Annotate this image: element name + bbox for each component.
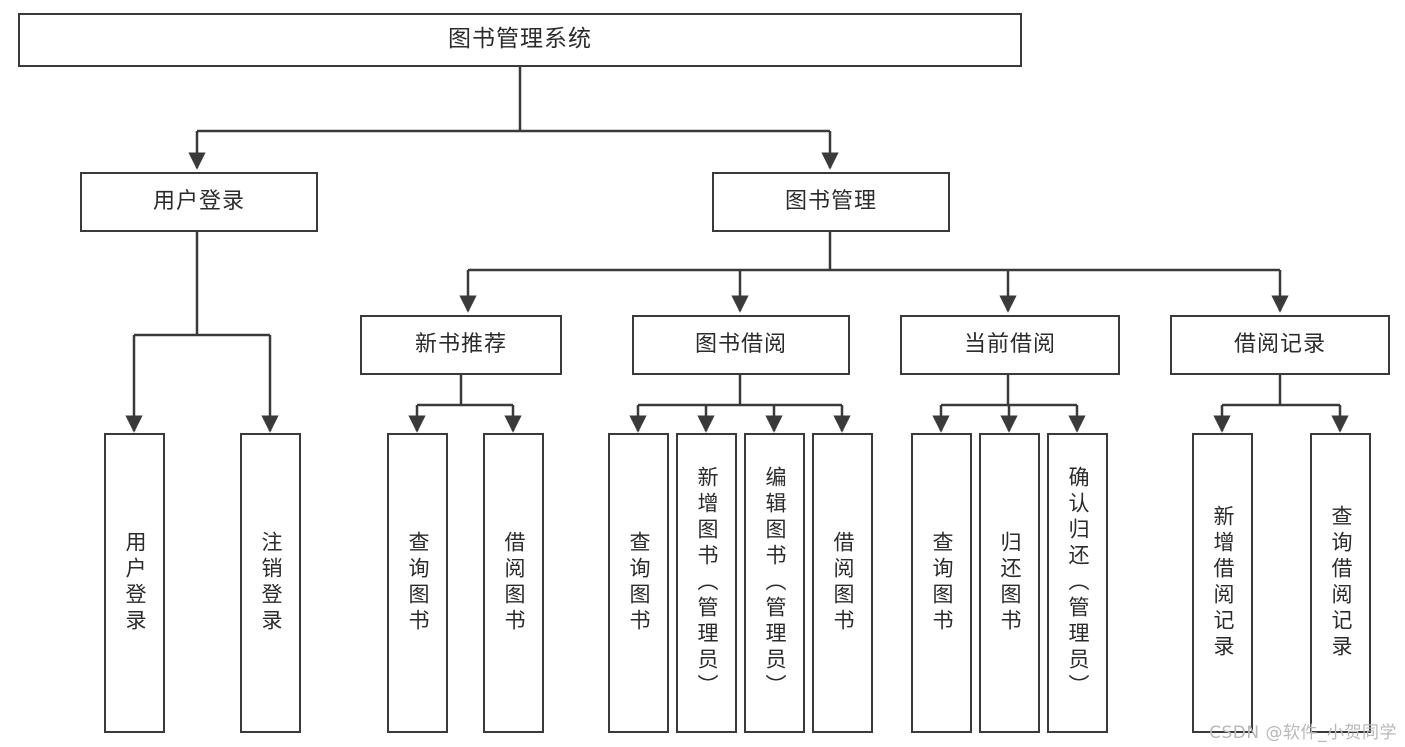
node-book-management[interactable]: 图书管理 <box>712 172 950 232</box>
node-book-management-label: 图书管理 <box>784 188 877 214</box>
node-leaf-query-record-label: 查询借阅记录 <box>1329 505 1353 661</box>
node-leaf-add-book-label: 新增图书（管理员） <box>695 466 719 700</box>
node-leaf-query-book-3[interactable]: 查询图书 <box>911 433 972 733</box>
node-leaf-add-book[interactable]: 新增图书（管理员） <box>676 433 737 733</box>
node-leaf-query-book-2[interactable]: 查询图书 <box>608 433 669 733</box>
watermark: CSDN @软件_小贺同学 <box>1209 723 1397 743</box>
node-current-borrow-label: 当前借阅 <box>963 331 1056 357</box>
node-user-login[interactable]: 用户登录 <box>80 172 318 232</box>
node-leaf-edit-book-label: 编辑图书（管理员） <box>763 466 787 700</box>
node-root-label: 图书管理系统 <box>448 26 592 53</box>
node-leaf-return-book[interactable]: 归还图书 <box>979 433 1040 733</box>
node-leaf-confirm-return[interactable]: 确认归还（管理员） <box>1047 433 1108 733</box>
node-leaf-query-book-2-label: 查询图书 <box>627 531 651 635</box>
node-book-borrow-label: 图书借阅 <box>694 331 787 357</box>
node-borrow-record[interactable]: 借阅记录 <box>1170 315 1390 375</box>
node-leaf-query-book-1-label: 查询图书 <box>406 531 430 635</box>
node-leaf-borrow-book-2-label: 借阅图书 <box>831 531 855 635</box>
node-leaf-return-book-label: 归还图书 <box>998 531 1022 635</box>
node-leaf-add-record-label: 新增借阅记录 <box>1211 505 1235 661</box>
node-book-borrow[interactable]: 图书借阅 <box>632 315 850 375</box>
node-leaf-borrow-book-2[interactable]: 借阅图书 <box>812 433 873 733</box>
node-root[interactable]: 图书管理系统 <box>18 13 1022 67</box>
node-leaf-user-logout[interactable]: 注销登录 <box>240 433 301 733</box>
node-leaf-borrow-book-1-label: 借阅图书 <box>502 531 526 635</box>
node-leaf-edit-book[interactable]: 编辑图书（管理员） <box>744 433 805 733</box>
node-leaf-user-login[interactable]: 用户登录 <box>104 433 165 733</box>
node-leaf-add-record[interactable]: 新增借阅记录 <box>1192 433 1253 733</box>
node-leaf-query-record[interactable]: 查询借阅记录 <box>1310 433 1371 733</box>
node-leaf-user-logout-label: 注销登录 <box>259 531 283 635</box>
node-leaf-user-login-label: 用户登录 <box>123 531 147 635</box>
node-leaf-query-book-3-label: 查询图书 <box>930 531 954 635</box>
node-leaf-borrow-book-1[interactable]: 借阅图书 <box>483 433 544 733</box>
node-user-login-label: 用户登录 <box>152 188 245 214</box>
node-leaf-query-book-1[interactable]: 查询图书 <box>387 433 448 733</box>
node-borrow-record-label: 借阅记录 <box>1233 331 1326 357</box>
node-new-book-recommend-label: 新书推荐 <box>414 331 507 357</box>
node-current-borrow[interactable]: 当前借阅 <box>900 315 1120 375</box>
node-leaf-confirm-return-label: 确认归还（管理员） <box>1066 466 1090 700</box>
node-new-book-recommend[interactable]: 新书推荐 <box>360 315 562 375</box>
